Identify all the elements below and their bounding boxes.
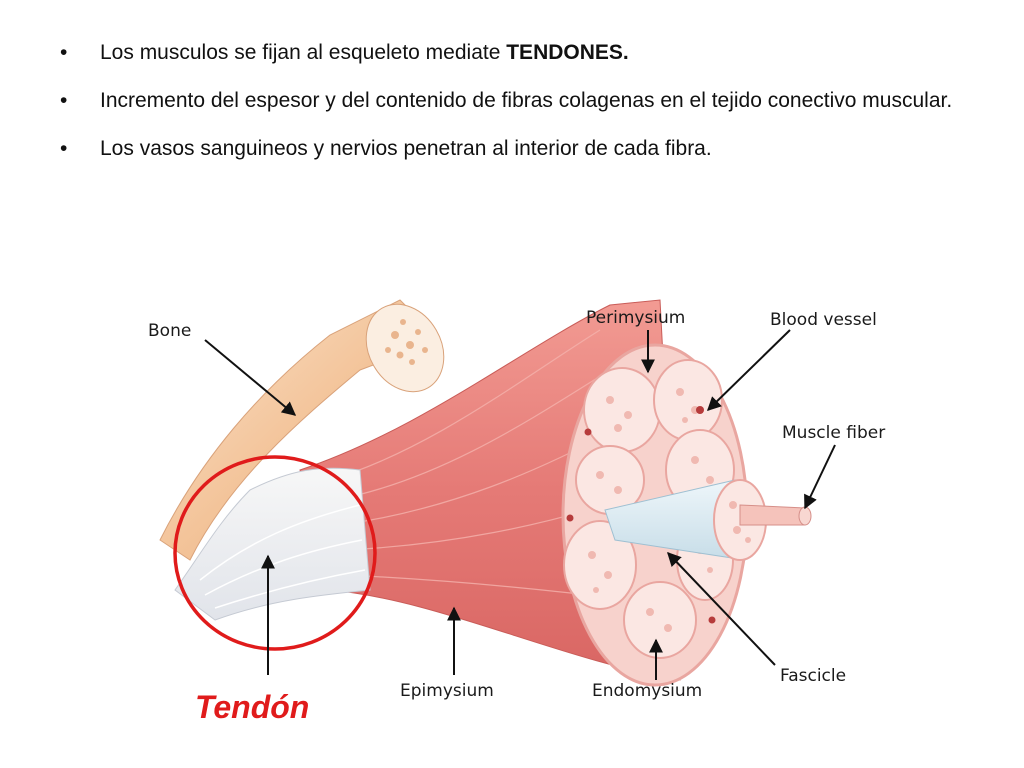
fascicle-shape	[604, 479, 767, 561]
bullet-text: Los musculos se fijan al esqueleto media…	[100, 41, 507, 64]
tendon-highlight-circle	[173, 455, 377, 651]
bullet-item-2: • Incremento del espesor y del contenido…	[60, 88, 964, 114]
label-blood-vessel: Blood vessel	[770, 310, 877, 330]
bone-shape	[159, 299, 445, 561]
bullet-item-3: • Los vasos sanguineos y nervios penetra…	[60, 136, 964, 162]
bullet-list: • Los musculos se fijan al esqueleto med…	[60, 40, 964, 184]
label-perimysium: Perimysium	[586, 308, 685, 328]
bullet-text: Incremento del espesor y del contenido d…	[100, 89, 953, 112]
blood-vessel-arrow	[706, 329, 791, 411]
bullet-dot: •	[60, 41, 68, 64]
fascicle-arrow	[667, 551, 776, 666]
label-arrows	[204, 329, 836, 680]
label-muscle-fiber: Muscle fiber	[782, 423, 885, 443]
bullet-bold-text: TENDONES.	[506, 41, 629, 64]
label-endomysium: Endomysium	[592, 681, 702, 701]
muscle-fiber-shape	[739, 504, 812, 526]
muscle-fiber-arrow	[804, 444, 836, 510]
label-fascicle: Fascicle	[780, 666, 846, 686]
label-bone: Bone	[148, 321, 191, 341]
bone-arrow	[204, 339, 297, 416]
bullet-item-1: • Los musculos se fijan al esqueleto med…	[60, 40, 964, 66]
bullet-dot: •	[60, 137, 68, 160]
label-epimysium: Epimysium	[400, 681, 494, 701]
bullet-text: Los vasos sanguineos y nervios penetran …	[100, 137, 712, 160]
label-tendon: Tendón	[195, 689, 309, 725]
bullet-dot: •	[60, 89, 68, 112]
